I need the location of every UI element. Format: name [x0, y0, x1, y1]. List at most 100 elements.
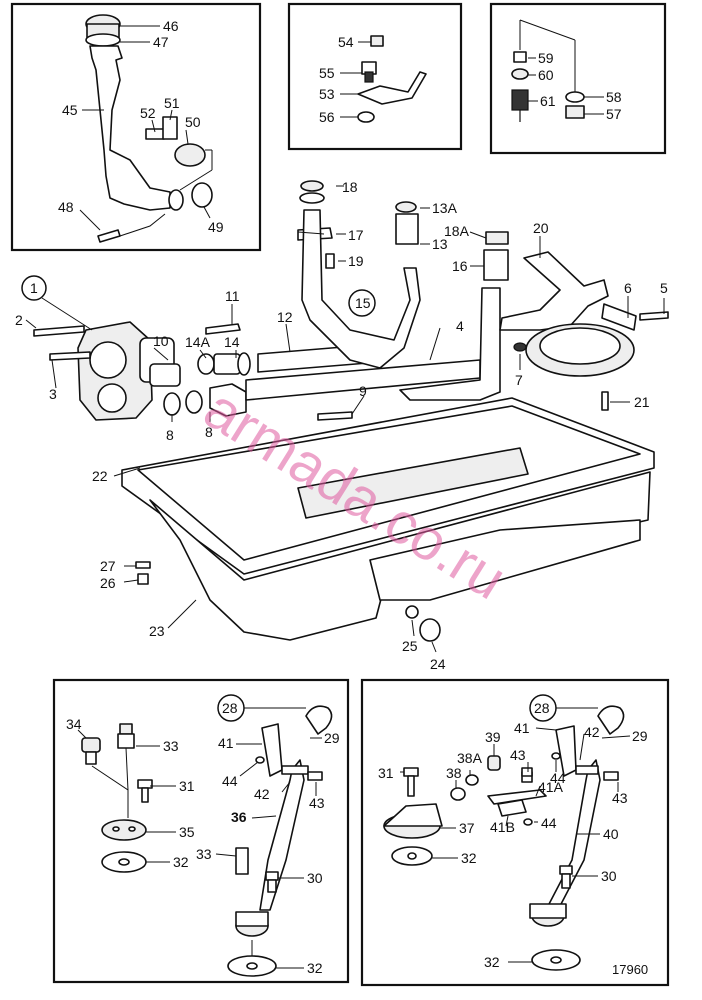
- label-43a-right: 43: [612, 790, 628, 806]
- label-25: 25: [402, 638, 418, 654]
- label-42-left: 42: [254, 786, 270, 802]
- label-31-right: 31: [378, 765, 394, 781]
- label-41A: 41A: [538, 779, 564, 795]
- label-13: 13: [432, 236, 448, 252]
- label-18: 18: [342, 179, 358, 195]
- label-1: 1: [30, 280, 38, 296]
- label-18A: 18A: [444, 223, 470, 239]
- frame-sender: [489, 2, 667, 155]
- label-8a: 8: [166, 427, 174, 443]
- dipstick-right-leaders: [400, 707, 631, 963]
- bracket-assembly: [357, 35, 427, 123]
- label-51: 51: [164, 95, 180, 111]
- label-20: 20: [533, 220, 549, 236]
- label-44-left: 44: [222, 773, 238, 789]
- label-54: 54: [338, 34, 354, 50]
- label-19: 19: [348, 253, 364, 269]
- label-27: 27: [100, 558, 116, 574]
- label-10: 10: [153, 333, 169, 349]
- filler-pipe-assembly: [85, 14, 213, 243]
- label-32b-right: 32: [484, 954, 500, 970]
- label-37: 37: [459, 820, 475, 836]
- label-21: 21: [634, 394, 650, 410]
- frame-filler-pipe: [10, 2, 262, 252]
- label-29-right: 29: [632, 728, 648, 744]
- label-13A: 13A: [432, 200, 458, 216]
- label-41-left: 41: [218, 735, 234, 751]
- label-26: 26: [100, 575, 116, 591]
- label-28-left: 28: [222, 700, 238, 716]
- label-53: 53: [319, 86, 335, 102]
- label-44b-right: 44: [541, 815, 557, 831]
- label-6: 6: [624, 280, 632, 296]
- label-29-left: 29: [324, 730, 340, 746]
- label-59: 59: [538, 50, 554, 66]
- drawing-number: 17960: [612, 962, 648, 977]
- label-30-right: 30: [601, 868, 617, 884]
- bracket-labels: 54 55 53 56: [319, 34, 354, 125]
- dipstick-left-assembly: [81, 705, 333, 977]
- oil-pump: [33, 297, 181, 421]
- sender-leaders: [528, 57, 604, 115]
- label-12: 12: [277, 309, 293, 325]
- frame-dipstick-right: [360, 678, 670, 987]
- label-15: 15: [355, 295, 371, 311]
- label-46: 46: [163, 18, 179, 34]
- label-4: 4: [456, 318, 464, 334]
- label-14: 14: [224, 334, 240, 350]
- label-61: 61: [540, 93, 556, 109]
- label-9: 9: [359, 383, 367, 399]
- main-leaders: [25, 185, 665, 653]
- dipstick-left-leaders: [77, 707, 322, 969]
- label-44a-right: 44: [550, 770, 566, 786]
- label-40: 40: [603, 826, 619, 842]
- label-55: 55: [319, 65, 335, 81]
- label-11: 11: [225, 288, 240, 304]
- filler-pipe-leaders: [79, 25, 213, 231]
- label-30-left: 30: [307, 870, 323, 886]
- label-50: 50: [185, 114, 201, 130]
- label-16: 16: [452, 258, 468, 274]
- label-22: 22: [92, 468, 108, 484]
- label-45: 45: [62, 102, 78, 118]
- label-32a: 32: [173, 854, 189, 870]
- label-14A: 14A: [185, 334, 211, 350]
- oil-sump: [121, 397, 655, 642]
- label-5: 5: [660, 280, 668, 296]
- dipstick-right-labels: 28 29 41 42 43 44 39 38A 43 38 31 41A 41…: [378, 700, 648, 970]
- label-43-left: 43: [309, 795, 325, 811]
- label-31-left: 31: [179, 778, 195, 794]
- riser-pipes: [297, 180, 509, 401]
- label-57: 57: [606, 106, 622, 122]
- label-41-right: 41: [514, 720, 530, 736]
- main-labels: 1 2 3 10 14A 14 11 12 15 4 13A 13 18 17 …: [15, 179, 668, 672]
- dipstick-left-labels: 28 29 41 42 43 44 36 34 33 31 35 32 33 3…: [66, 700, 340, 976]
- label-34: 34: [66, 716, 82, 732]
- label-52: 52: [140, 105, 156, 121]
- bracket-leaders: [340, 41, 371, 118]
- label-3: 3: [49, 386, 57, 402]
- label-38: 38: [446, 765, 462, 781]
- label-38A: 38A: [457, 750, 483, 766]
- label-8b: 8: [205, 424, 213, 440]
- label-24: 24: [430, 656, 446, 672]
- label-17: 17: [348, 227, 364, 243]
- label-23: 23: [149, 623, 165, 639]
- label-56: 56: [319, 109, 335, 125]
- callout-circle-15: [348, 289, 376, 317]
- frame-dipstick-left: [52, 678, 350, 984]
- label-58: 58: [606, 89, 622, 105]
- label-33a: 33: [163, 738, 179, 754]
- sender-labels: 59 60 61 58 57: [538, 50, 622, 122]
- label-36: 36: [231, 809, 247, 825]
- dipstick-right-assembly: [383, 705, 625, 971]
- label-32a-right: 32: [461, 850, 477, 866]
- label-60: 60: [538, 67, 554, 83]
- label-41B: 41B: [490, 819, 515, 835]
- label-42-right: 42: [584, 724, 600, 740]
- frame-bracket: [287, 2, 463, 151]
- sender-assembly: [511, 19, 585, 122]
- label-43b-right: 43: [510, 747, 526, 763]
- callout-circle-1: [21, 275, 47, 301]
